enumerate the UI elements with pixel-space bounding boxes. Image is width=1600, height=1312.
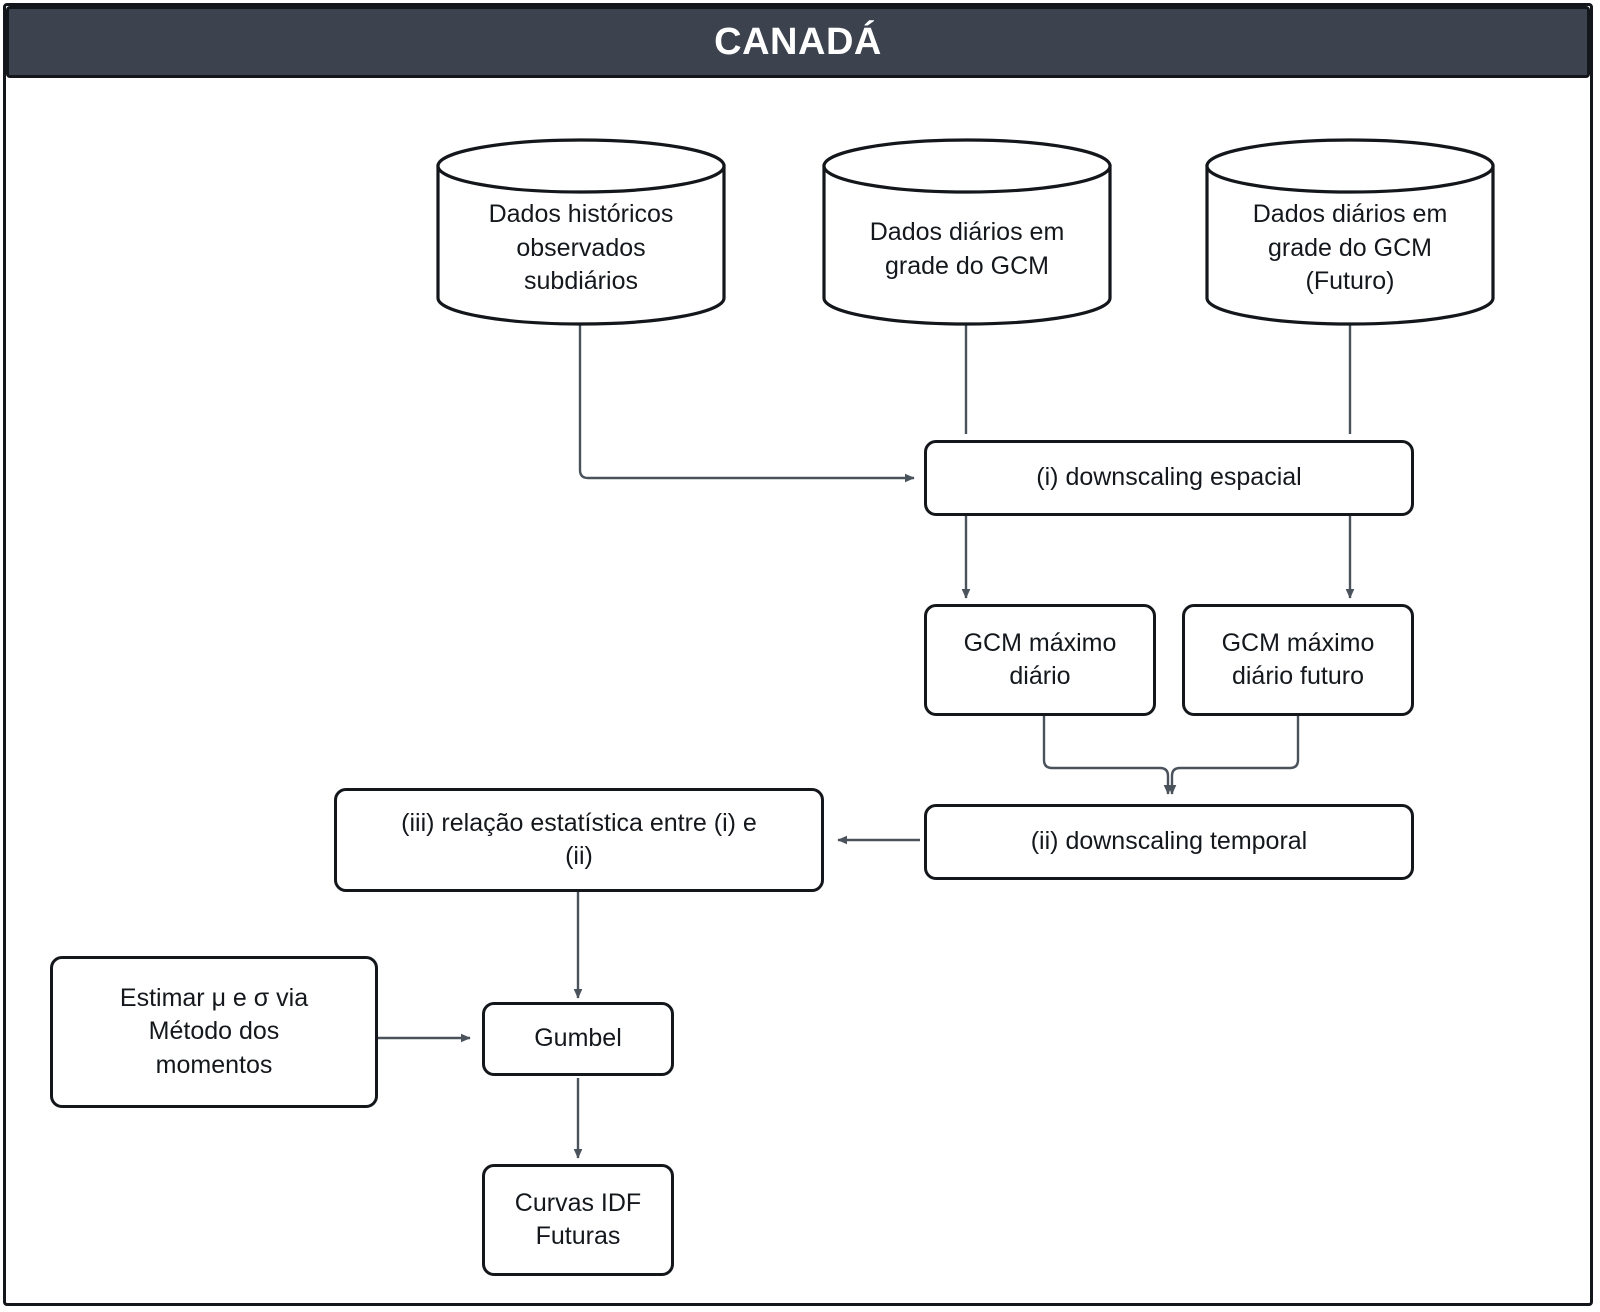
node-dados-diarios-gcm-futuro[interactable]: Dados diários em grade do GCM (Futuro) <box>1205 138 1495 326</box>
diagram-title-bar: CANADÁ <box>6 6 1590 78</box>
node-gcm-maximo-diario-futuro[interactable]: GCM máximo diário futuro <box>1182 604 1414 716</box>
node-label: Gumbel <box>534 1024 622 1053</box>
node-relacao-estatistica[interactable]: (iii) relação estatística entre (i) e (i… <box>334 788 824 892</box>
node-label: Curvas IDF Futuras <box>514 1188 642 1251</box>
node-curvas-idf-futuras[interactable]: Curvas IDF Futuras <box>482 1164 674 1276</box>
node-gcm-maximo-diario[interactable]: GCM máximo diário <box>924 604 1156 716</box>
node-downscaling-temporal[interactable]: (ii) downscaling temporal <box>924 804 1414 880</box>
node-label: (i) downscaling espacial <box>1036 463 1302 492</box>
node-label: Estimar μ e σ via Método dos momentos <box>119 983 309 1079</box>
page-title: CANADÁ <box>714 20 882 63</box>
node-dados-diarios-gcm[interactable]: Dados diários em grade do GCM <box>822 138 1112 326</box>
node-label: GCM máximo diário <box>963 628 1117 691</box>
node-label: Dados diários em grade do GCM <box>869 218 1065 280</box>
node-label: (ii) downscaling temporal <box>1030 827 1308 856</box>
node-label: GCM máximo diário futuro <box>1221 628 1375 691</box>
node-label: Dados históricos observados subdiários <box>488 200 674 295</box>
node-estimar-mu-sigma-momentos[interactable]: Estimar μ e σ via Método dos momentos <box>50 956 378 1108</box>
node-gumbel[interactable]: Gumbel <box>482 1002 674 1076</box>
node-dados-historicos-observados[interactable]: Dados históricos observados subdiários <box>436 138 726 326</box>
node-label: (iii) relação estatística entre (i) e (i… <box>401 808 757 871</box>
node-label: Dados diários em grade do GCM (Futuro) <box>1252 200 1448 295</box>
node-downscaling-espacial[interactable]: (i) downscaling espacial <box>924 440 1414 516</box>
